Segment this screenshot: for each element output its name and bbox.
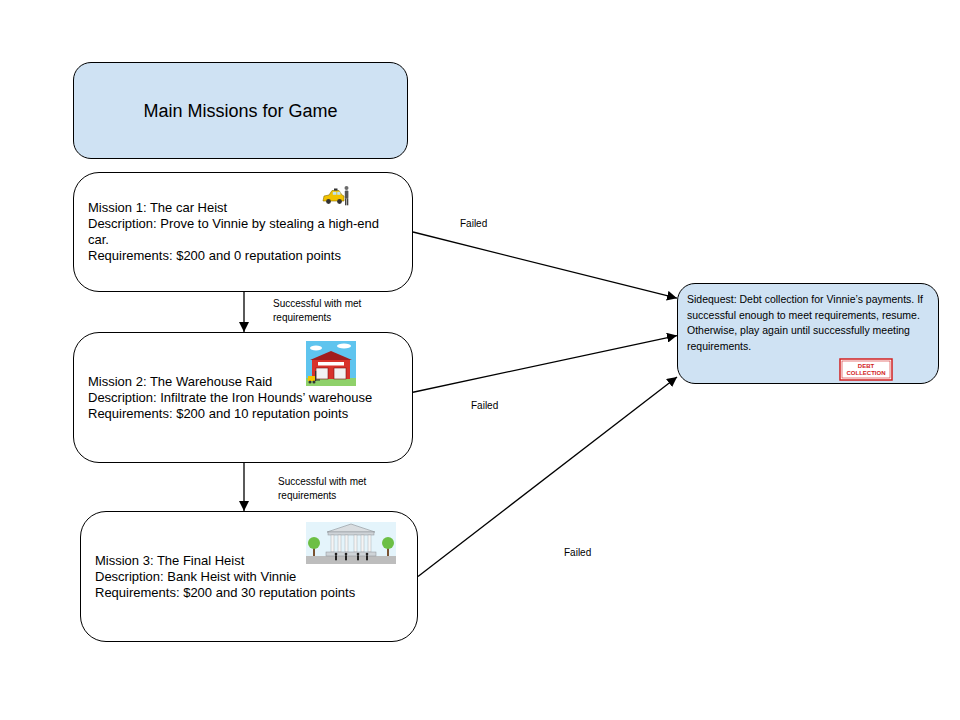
drawing-part [345,535,348,552]
node-text: Mission 3: The Final Heist [95,553,401,569]
node-text: Requirements: $200 and 30 reputation poi… [95,585,401,601]
drawing-part [345,186,349,190]
mission-box: Mission 1: The car HeistDescription: Pro… [73,172,413,292]
drawing-part [310,346,322,351]
node-text: Mission 2: The Warehouse Raid [88,374,396,390]
drawing-part [327,524,375,532]
drawing-part [313,381,316,384]
node-text: Requirements: $200 and 0 reputation poin… [88,248,396,264]
title-box: Main Missions for Game [73,62,408,159]
drawing-part [335,553,338,556]
node-text: Requirements: $200 and 10 reputation poi… [88,406,396,422]
edge-label: Successful with met requirements [272,297,384,325]
bank-icon [306,522,396,564]
drawing-part [308,537,320,549]
drawing-part [337,192,340,195]
drawing-part [357,555,359,560]
drawing-part [333,192,337,195]
drawing-part [337,344,351,349]
drawing-part [306,556,396,564]
drawing-part [331,535,334,552]
drawing-part [840,359,892,380]
drawing-part [334,189,338,191]
drawing-part [316,380,320,381]
edge-label: Failed [470,399,499,413]
drawing-part [337,199,342,204]
drawing-part [382,537,394,549]
drawing-part [316,368,328,379]
mission-box: Mission 2: The Warehouse RaidDescription… [73,332,413,463]
arrow-connector [413,232,677,298]
drawing-part [335,555,337,560]
drawing-part [318,362,344,366]
node-text: Description: Prove to Vinnie by stealing… [88,216,396,248]
drawing-part [345,553,348,556]
arrow-connector [418,377,677,577]
arrow-connector [243,292,244,332]
drawing-part [308,376,315,381]
mission-box: Mission 3: The Final HeistDescription: B… [80,511,418,642]
node-text: Main Missions for Game [143,100,337,122]
car-icon [322,183,350,209]
drawing-part [345,191,349,199]
edge-label: Failed [459,217,488,231]
edge-label: Successful with met requirements [277,475,389,503]
drawing-part [366,553,369,556]
drawing-part [309,381,312,384]
node-text: Description: Infiltrate the Iron Hounds’… [88,390,396,406]
drawing-part [345,198,346,205]
node-text: Sidequest: Debt collection for Vinnie’s … [687,292,928,354]
drawing-part [354,535,357,552]
drawing-part [323,191,344,202]
drawing-part [345,555,347,560]
node-text: Description: Bank Heist with Vinnie [95,569,401,585]
arrow-connector [243,463,244,511]
stamp-text: DEBT COLLECTION [843,358,889,381]
drawing-part [368,535,371,552]
drawing-part [366,555,368,560]
warehouse-icon [306,341,356,386]
arrow-connector [413,336,677,393]
drawing-part [357,553,360,556]
drawing-part [306,341,356,386]
drawing-part [310,351,352,360]
drawing-part [338,535,341,552]
drawing-part [334,368,346,379]
drawing-part [306,522,396,564]
drawing-part [328,532,374,535]
drawing-part [347,198,348,205]
sidequest-box: Sidequest: Debt collection for Vinnie’s … [677,283,939,384]
drawing-part [312,360,350,379]
edge-label: Failed [563,546,592,560]
drawing-part [326,552,376,556]
node-text: Mission 1: The car Heist [88,200,396,216]
drawing-part [326,199,331,204]
drawing-part [361,535,364,552]
